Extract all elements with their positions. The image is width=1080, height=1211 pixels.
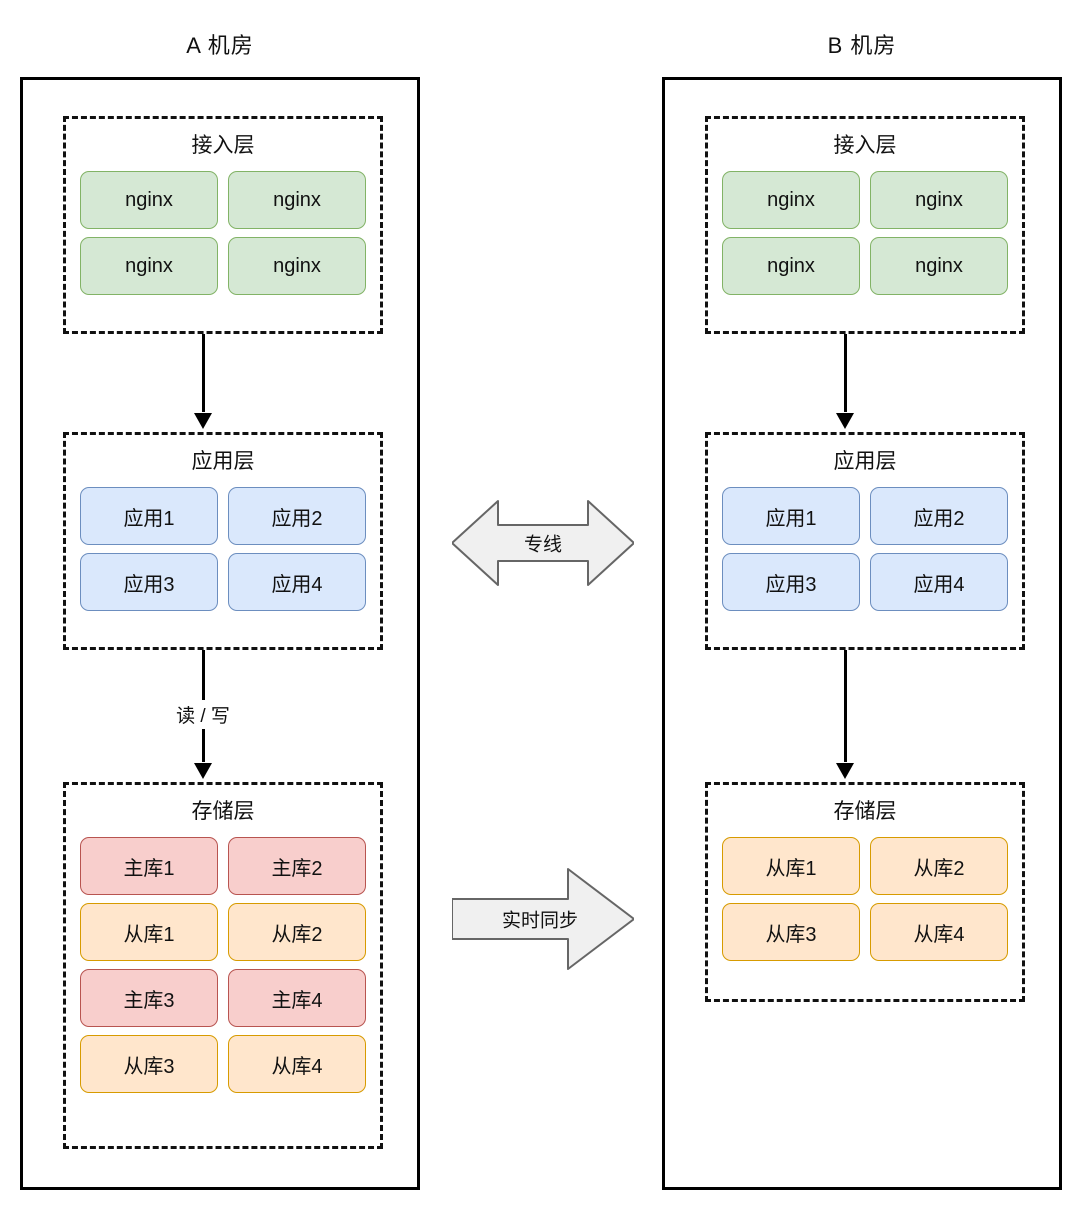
dc-b-app-node-grid: 应用1 应用2 应用3 应用4 — [722, 487, 1008, 611]
arrow-shaft — [843, 334, 847, 412]
node-app[interactable]: 应用1 — [80, 487, 218, 545]
dc-a-app-node-grid: 应用1 应用2 应用3 应用4 — [80, 487, 366, 611]
dc-a-layer-application: 应用层 应用1 应用2 应用3 应用4 — [63, 432, 383, 650]
node-nginx[interactable]: nginx — [722, 171, 860, 229]
node-nginx[interactable]: nginx — [870, 237, 1008, 295]
right-arrow-icon — [452, 868, 634, 970]
dc-b-layer-application: 应用层 应用1 应用2 应用3 应用4 — [705, 432, 1025, 650]
dc-b-layer-access: 接入层 nginx nginx nginx nginx — [705, 116, 1025, 334]
node-slave-db[interactable]: 从库4 — [228, 1035, 366, 1093]
datacenter-a-container: 接入层 nginx nginx nginx nginx 应用层 应用1 应用2 … — [20, 77, 420, 1190]
node-master-db[interactable]: 主库4 — [228, 969, 366, 1027]
arrow-head-down-icon — [194, 763, 212, 779]
datacenter-b-title: B 机房 — [827, 33, 897, 58]
dc-a-layer-application-title: 应用层 — [191, 450, 255, 473]
node-app[interactable]: 应用2 — [228, 487, 366, 545]
node-slave-db[interactable]: 从库3 — [722, 903, 860, 961]
node-nginx[interactable]: nginx — [722, 237, 860, 295]
cross-link-realtime-sync-label: 实时同步 — [501, 910, 579, 932]
dc-b-access-node-grid: nginx nginx nginx nginx — [722, 171, 1008, 295]
arrow-head-down-icon — [194, 413, 212, 429]
node-master-db[interactable]: 主库2 — [228, 837, 366, 895]
node-app[interactable]: 应用3 — [722, 553, 860, 611]
dc-b-layer-application-title: 应用层 — [833, 450, 897, 473]
dc-a-storage-node-grid: 主库1 主库2 从库1 从库2 主库3 主库4 从库3 从库4 — [80, 837, 366, 1093]
node-slave-db[interactable]: 从库1 — [722, 837, 860, 895]
node-app[interactable]: 应用3 — [80, 553, 218, 611]
datacenter-a-title: A 机房 — [186, 33, 254, 58]
dc-b-layer-storage-title: 存储层 — [833, 800, 897, 823]
datacenter-b-container: 接入层 nginx nginx nginx nginx 应用层 应用1 应用2 … — [662, 77, 1062, 1190]
node-nginx[interactable]: nginx — [870, 171, 1008, 229]
cross-link-realtime-sync — [452, 863, 634, 975]
node-master-db[interactable]: 主库1 — [80, 837, 218, 895]
cross-link-dedicated-line-label: 专线 — [523, 534, 563, 556]
dc-a-layer-access-title: 接入层 — [191, 134, 255, 157]
dc-a-layer-access: 接入层 nginx nginx nginx nginx — [63, 116, 383, 334]
node-slave-db[interactable]: 从库2 — [870, 837, 1008, 895]
arrow-head-down-icon — [836, 413, 854, 429]
dc-a-layer-storage-title: 存储层 — [191, 800, 255, 823]
node-slave-db[interactable]: 从库4 — [870, 903, 1008, 961]
dc-a-layer-storage: 存储层 主库1 主库2 从库1 从库2 主库3 主库4 从库3 从库4 — [63, 782, 383, 1149]
dc-b-layer-access-title: 接入层 — [833, 134, 897, 157]
cross-link-dedicated-line — [452, 497, 634, 589]
node-app[interactable]: 应用1 — [722, 487, 860, 545]
dc-b-storage-node-grid: 从库1 从库2 从库3 从库4 — [722, 837, 1008, 961]
node-app[interactable]: 应用4 — [870, 553, 1008, 611]
arrow-shaft — [843, 650, 847, 762]
dc-a-read-write-label: 读 / 写 — [171, 700, 235, 729]
arrow-shaft — [201, 334, 205, 412]
node-nginx[interactable]: nginx — [80, 237, 218, 295]
node-nginx[interactable]: nginx — [228, 237, 366, 295]
node-slave-db[interactable]: 从库3 — [80, 1035, 218, 1093]
dc-b-layer-storage: 存储层 从库1 从库2 从库3 从库4 — [705, 782, 1025, 1002]
double-arrow-icon — [452, 500, 634, 586]
node-slave-db[interactable]: 从库1 — [80, 903, 218, 961]
node-app[interactable]: 应用4 — [228, 553, 366, 611]
node-app[interactable]: 应用2 — [870, 487, 1008, 545]
node-master-db[interactable]: 主库3 — [80, 969, 218, 1027]
node-nginx[interactable]: nginx — [228, 171, 366, 229]
node-nginx[interactable]: nginx — [80, 171, 218, 229]
arrow-head-down-icon — [836, 763, 854, 779]
dc-a-access-node-grid: nginx nginx nginx nginx — [80, 171, 366, 295]
node-slave-db[interactable]: 从库2 — [228, 903, 366, 961]
